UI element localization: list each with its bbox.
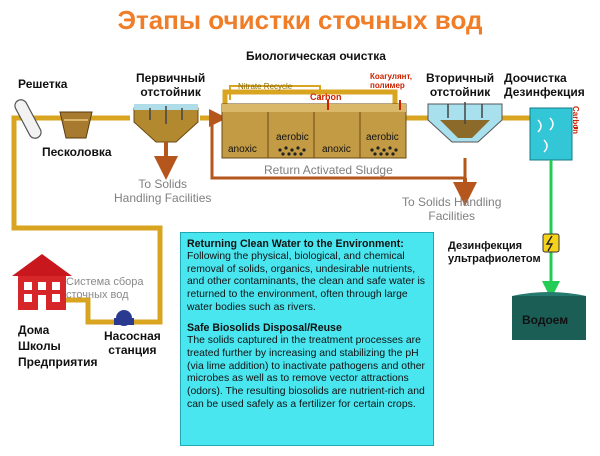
solids-handling-label-1: To Solids Handling Facilities xyxy=(114,177,212,205)
grit-chamber-label: Песколовка xyxy=(42,145,112,159)
panel-heading-clean-water: Returning Clean Water to the Environment… xyxy=(187,238,404,250)
biological-treatment-label: Биологическая очистка xyxy=(246,49,386,63)
aerobic-zone-2: aerobic xyxy=(366,132,399,143)
carbon-label-2: Carbon xyxy=(571,106,580,134)
primary-clarifier-icon xyxy=(133,104,199,143)
page-title: Этапы очистки сточных вод xyxy=(117,5,483,35)
return-sludge-label: Return Activated Sludge xyxy=(264,163,393,177)
nitrate-recycle-line xyxy=(229,85,321,100)
pump-station-label: Насосная станция xyxy=(104,329,161,357)
sources-label: Дома Школы Предприятия xyxy=(18,323,98,370)
collection-system-label: Система сбора сточных вод xyxy=(66,276,144,301)
grit-chamber-icon xyxy=(59,111,93,139)
water-body-label: Водоем xyxy=(522,313,569,327)
solids-handling-label-2: To Solids Handling Facilities xyxy=(402,195,502,223)
aeration-bubbles xyxy=(278,146,398,156)
anoxic-zone-2: anoxic xyxy=(322,144,351,155)
secondary-clarifier-icon xyxy=(427,102,503,143)
panel-text-clean-water: Following the physical, biological, and … xyxy=(187,250,425,313)
secondary-clarifier-label: Вторичный отстойник xyxy=(426,71,495,99)
primary-clarifier-label: Первичный отстойник xyxy=(136,71,206,99)
river-icon xyxy=(512,292,586,340)
house-icon xyxy=(12,254,72,310)
uv-lamp-icon xyxy=(542,233,560,253)
coagulant-label: Коагулянт, полимер xyxy=(370,72,413,91)
info-panel: Returning Clean Water to the Environment… xyxy=(180,232,434,446)
polish-disinfection-label: Доочистка Дезинфекция xyxy=(504,71,585,99)
sewer-line xyxy=(66,297,114,325)
screen-label: Решетка xyxy=(18,77,68,91)
nitrate-recycle-label: Nitrate Recycle xyxy=(238,82,293,91)
panel-heading-biosolids: Safe Biosolids Disposal/Reuse xyxy=(187,322,342,335)
pump-icon xyxy=(114,310,134,326)
aerobic-zone-1: aerobic xyxy=(276,132,309,143)
return-sludge-line xyxy=(209,109,467,180)
anoxic-zone-1: anoxic xyxy=(228,144,257,155)
carbon-label: Carbon xyxy=(310,92,342,102)
uv-disinfection-label: Дезинфекция ультрафиолетом xyxy=(448,240,541,265)
screen-icon xyxy=(14,99,42,139)
biological-reactor xyxy=(221,103,407,159)
panel-text-biosolids: The solids captured in the treatment pro… xyxy=(187,335,425,410)
disinfection-tank-icon xyxy=(529,107,573,161)
